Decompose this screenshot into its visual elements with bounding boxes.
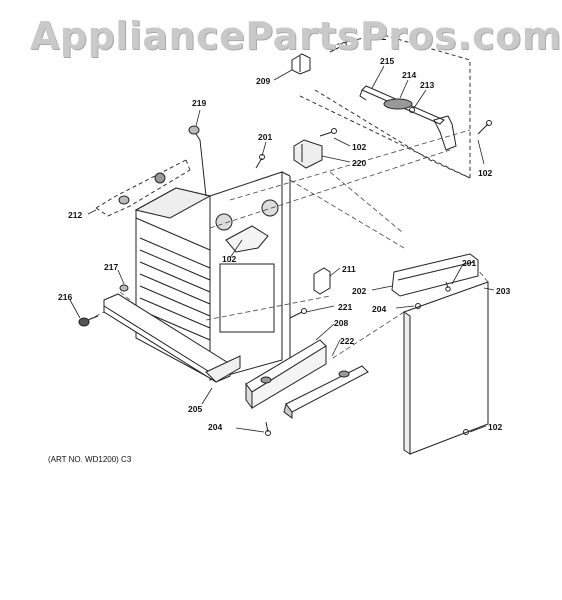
watermark: AppliancePartsPros.com [30, 14, 562, 58]
callout-204: 204 [372, 304, 386, 314]
callout-215: 215 [380, 56, 394, 66]
screw-204-bottom [266, 422, 271, 436]
callout-205: 205 [188, 404, 202, 414]
callout-211: 211 [342, 264, 356, 274]
assembly-lines [88, 130, 488, 360]
door-panel-203 [404, 282, 488, 454]
screw-102-top [330, 43, 347, 53]
art-number: (ART NO. WD1200) C3 [48, 455, 132, 464]
callout-220: 220 [352, 158, 366, 168]
screw-201-right [446, 282, 450, 291]
callout-204: 204 [208, 422, 222, 432]
screw-102-right [478, 121, 492, 135]
callout-217: 217 [104, 262, 118, 272]
callout-102: 102 [222, 254, 236, 264]
callout-208: 208 [334, 318, 348, 328]
callout-222: 222 [340, 336, 354, 346]
latch-213 [410, 108, 457, 151]
screw-216 [79, 316, 98, 326]
latch-rod-215 [360, 86, 444, 124]
callout-219: 219 [192, 98, 206, 108]
callout-214: 214 [402, 70, 416, 80]
callout-213: 213 [420, 80, 434, 90]
callout-labels: 102 209 215 214 213 102 219 201 102 220 … [58, 32, 510, 432]
tub-frame-205 [104, 140, 290, 382]
handle-cover-222 [261, 366, 368, 418]
callout-102: 102 [352, 142, 366, 152]
callout-202: 202 [352, 286, 366, 296]
callout-203: 203 [496, 286, 510, 296]
callout-221: 221 [338, 302, 352, 312]
screw-102-mid [320, 129, 337, 137]
clip-219 [189, 126, 200, 140]
door-trim-202 [392, 254, 478, 296]
leader-lines [70, 66, 494, 432]
bumper-217 [120, 285, 128, 291]
callout-212: 212 [68, 210, 82, 220]
callout-102: 102 [488, 422, 502, 432]
callout-216: 216 [58, 292, 72, 302]
latch-assembly-group [299, 33, 471, 179]
bracket-211 [314, 268, 330, 294]
callout-209: 209 [256, 76, 270, 86]
callout-102: 102 [478, 168, 492, 178]
screw-204-right [416, 304, 421, 309]
callout-201: 201 [258, 132, 272, 142]
screw-201-top [256, 155, 265, 169]
roller-212 [119, 173, 165, 204]
callout-201: 201 [462, 258, 476, 268]
roller-group-212 [96, 159, 190, 217]
screw-102-door [464, 430, 469, 435]
spring-214 [384, 99, 412, 109]
bracket-220 [294, 140, 322, 168]
screw-221 [290, 309, 307, 319]
callout-102: 102 [372, 32, 386, 42]
